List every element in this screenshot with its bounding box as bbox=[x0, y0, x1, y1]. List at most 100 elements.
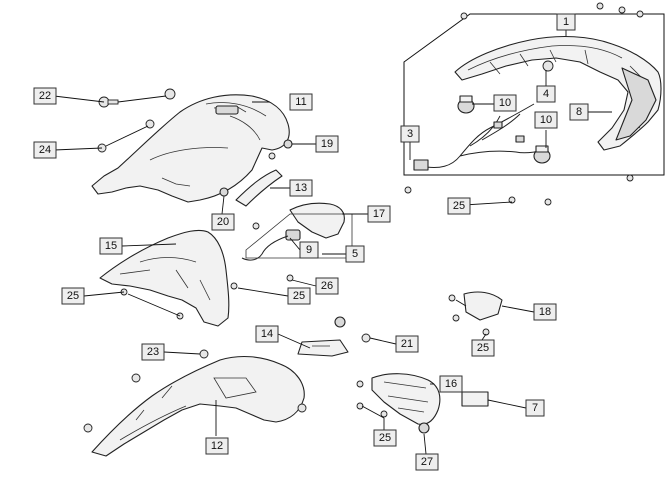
reflector-plate bbox=[461, 391, 489, 407]
rear-inner-fender-detail bbox=[119, 377, 257, 441]
screw-25-top-4 bbox=[636, 10, 644, 18]
license-plate-holder-detail bbox=[383, 381, 429, 413]
bulb-socket-mount bbox=[542, 60, 554, 72]
screw-25-lamp-2 bbox=[508, 196, 516, 204]
callout-label: 25 bbox=[453, 200, 465, 212]
callout-label: 11 bbox=[295, 96, 306, 108]
callout-label: 8 bbox=[576, 106, 582, 118]
nut-27 bbox=[418, 422, 430, 434]
callout-25-mid: 25 bbox=[287, 287, 311, 305]
callout-label: 7 bbox=[532, 402, 538, 414]
callout-label: 14 bbox=[261, 328, 273, 340]
callout-label: 25 bbox=[379, 432, 391, 444]
callout-label: 26 bbox=[321, 280, 333, 292]
callout-8: 8 bbox=[569, 103, 589, 121]
nut-21 bbox=[334, 316, 346, 328]
screw-25-bracket-1 bbox=[448, 294, 456, 302]
callout-13: 13 bbox=[289, 179, 313, 197]
callout-18: 18 bbox=[533, 303, 557, 321]
callout-label: 16 bbox=[445, 378, 457, 390]
side-trim-strip bbox=[235, 169, 283, 207]
callout-22: 22 bbox=[33, 87, 57, 105]
screw-25-top-3 bbox=[618, 6, 626, 14]
callout-label: 1 bbox=[563, 16, 569, 28]
callout-25-left: 25 bbox=[61, 287, 85, 305]
callout-14: 14 bbox=[255, 325, 279, 343]
bulb-socket-lower bbox=[533, 145, 551, 164]
screw-25-lamp-4 bbox=[626, 174, 634, 182]
callout-23: 23 bbox=[141, 343, 165, 361]
screw-25-plate-3 bbox=[380, 410, 388, 418]
callout-label: 12 bbox=[211, 440, 223, 452]
washer-20 bbox=[219, 187, 229, 197]
callout-label: 10 bbox=[540, 114, 552, 126]
screw-25-bracket-3 bbox=[482, 328, 490, 336]
callout-17: 17 bbox=[367, 205, 391, 223]
callout-label: 18 bbox=[539, 306, 551, 318]
callout-19: 19 bbox=[315, 135, 339, 153]
connector-plug bbox=[413, 159, 429, 171]
support-bracket bbox=[463, 291, 503, 321]
callout-label: 23 bbox=[147, 346, 159, 358]
screw-22b bbox=[164, 88, 176, 100]
rear-inner-fender bbox=[91, 355, 305, 457]
screw-12b bbox=[83, 423, 93, 433]
callout-label: 19 bbox=[321, 138, 333, 150]
callout-label: 13 bbox=[295, 182, 307, 194]
license-lamp-bracket-outline bbox=[245, 213, 353, 259]
screw-23 bbox=[199, 349, 209, 359]
callout-16: 16 bbox=[439, 375, 463, 393]
callout-26: 26 bbox=[315, 277, 339, 295]
screw-21 bbox=[361, 333, 371, 343]
callout-label: 21 bbox=[401, 338, 413, 350]
screw-12c bbox=[297, 403, 307, 413]
callout-label: 25 bbox=[293, 290, 305, 302]
callout-15: 15 bbox=[99, 237, 123, 255]
screw-25-lamp-1 bbox=[404, 186, 412, 194]
screw-25-d bbox=[252, 222, 260, 230]
screw-25-c bbox=[230, 282, 238, 290]
tail-light-side-lens bbox=[615, 67, 657, 141]
bulb-socket-upper bbox=[457, 95, 475, 114]
callout-4: 4 bbox=[536, 85, 556, 103]
leader-lines bbox=[53, 30, 612, 455]
grommet-19 bbox=[283, 139, 293, 149]
license-lamp-cover bbox=[289, 202, 345, 239]
callout-12: 12 bbox=[205, 437, 229, 455]
callout-3: 3 bbox=[400, 125, 420, 143]
rear-fender bbox=[91, 94, 290, 203]
callout-20: 20 bbox=[211, 213, 235, 231]
wiring-harness bbox=[419, 103, 545, 169]
callout-27: 27 bbox=[415, 453, 439, 471]
rear-undercover bbox=[99, 229, 230, 327]
rear-undercover-detail bbox=[119, 257, 211, 301]
callout-label: 27 bbox=[421, 456, 433, 468]
callout-label: 24 bbox=[39, 144, 51, 156]
screw-22a-shank bbox=[107, 99, 119, 105]
connector-small-2 bbox=[515, 135, 525, 143]
callout-21: 21 bbox=[395, 335, 419, 353]
callout-label: 3 bbox=[407, 128, 413, 140]
callout-1: 1 bbox=[556, 13, 576, 31]
screw-26 bbox=[286, 274, 294, 282]
tail-light-assembly-group bbox=[403, 13, 665, 176]
callout-25-bracket: 25 bbox=[471, 339, 495, 357]
callout-9: 9 bbox=[299, 241, 319, 259]
callout-25-plate: 25 bbox=[373, 429, 397, 447]
group-outline bbox=[403, 13, 665, 176]
fasteners bbox=[83, 2, 644, 434]
callout-label: 25 bbox=[477, 342, 489, 354]
callout-label: 15 bbox=[105, 240, 117, 252]
screw-25-top-1 bbox=[460, 12, 468, 20]
license-lamp-bulb bbox=[285, 229, 301, 241]
license-lamp-wire bbox=[241, 235, 289, 261]
screw-25-bracket-2 bbox=[452, 314, 460, 322]
screw-25-plate-1 bbox=[356, 380, 364, 388]
callout-label: 25 bbox=[67, 290, 79, 302]
mudguard-bracket bbox=[297, 339, 349, 357]
callout-label: 5 bbox=[352, 248, 358, 260]
callout-10-upper: 10 bbox=[493, 94, 517, 112]
callout-10-lower: 10 bbox=[534, 111, 558, 129]
callout-7: 7 bbox=[525, 399, 545, 417]
